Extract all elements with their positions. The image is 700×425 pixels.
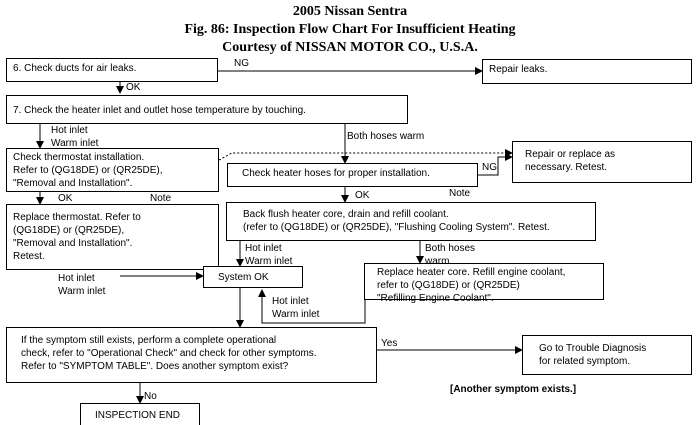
- box-check-ducts: 6. Check ducts for air leaks.: [6, 58, 218, 82]
- label-another-symptom: [Another symptom exists.]: [450, 384, 577, 395]
- arrow-core-systemok: [258, 289, 366, 324]
- label-ok-3: OK: [355, 190, 370, 201]
- box-back-flush: Back flush heater core, drain and refill…: [226, 202, 596, 241]
- label-hot-warm-1: Hot inlet Warm inlet: [51, 125, 99, 149]
- label-note-1: Note: [150, 193, 172, 204]
- box-replace-thermostat: Replace thermostat. Refer to (QG18DE) or…: [6, 204, 219, 270]
- arrow-hoses-ng: [478, 153, 513, 176]
- box-inspection-end: INSPECTION END: [80, 403, 200, 425]
- label-note-2: Note: [449, 188, 471, 199]
- title-figure: Fig. 86: Inspection Flow Chart For Insuf…: [184, 22, 516, 37]
- box-trouble-diagnosis: Go to Trouble Diagnosis for related symp…: [522, 335, 692, 375]
- box-check-hose-temp: 7. Check the heater inlet and outlet hos…: [6, 95, 408, 124]
- label-ng-2: NG: [482, 162, 497, 173]
- label-ok-1: OK: [126, 82, 141, 93]
- box-check-thermostat: Check thermostat installation. Refer to …: [6, 148, 219, 192]
- box-repair-leaks: Repair leaks.: [482, 59, 692, 84]
- label-hot-warm-3: Hot inlet Warm inlet: [58, 273, 106, 297]
- title-courtesy: Courtesy of NISSAN MOTOR CO., U.S.A.: [222, 40, 478, 55]
- box-system-ok: System OK: [203, 266, 303, 288]
- box-replace-heater-core: Replace heater core. Refill engine coola…: [364, 263, 604, 304]
- label-hot-warm-2: Hot inlet Warm inlet: [245, 243, 293, 267]
- box-symptom-check: If the symptom still exists, perform a c…: [6, 327, 377, 383]
- label-both-warm-2: Both hoses warm: [425, 243, 476, 267]
- label-hot-warm-4: Hot inlet Warm inlet: [272, 296, 320, 320]
- label-yes: Yes: [381, 338, 398, 349]
- label-ng-1: NG: [234, 58, 249, 69]
- box-repair-replace: Repair or replace as necessary. Retest.: [512, 141, 692, 183]
- arrow-thermostat-ng: [218, 149, 513, 161]
- label-no: No: [144, 391, 157, 402]
- title-vehicle: 2005 Nissan Sentra: [292, 4, 408, 19]
- label-both-warm-1: Both hoses warm: [347, 131, 425, 142]
- label-ok-2: OK: [58, 193, 73, 204]
- box-check-heater-hoses: Check heater hoses for proper installati…: [227, 163, 478, 187]
